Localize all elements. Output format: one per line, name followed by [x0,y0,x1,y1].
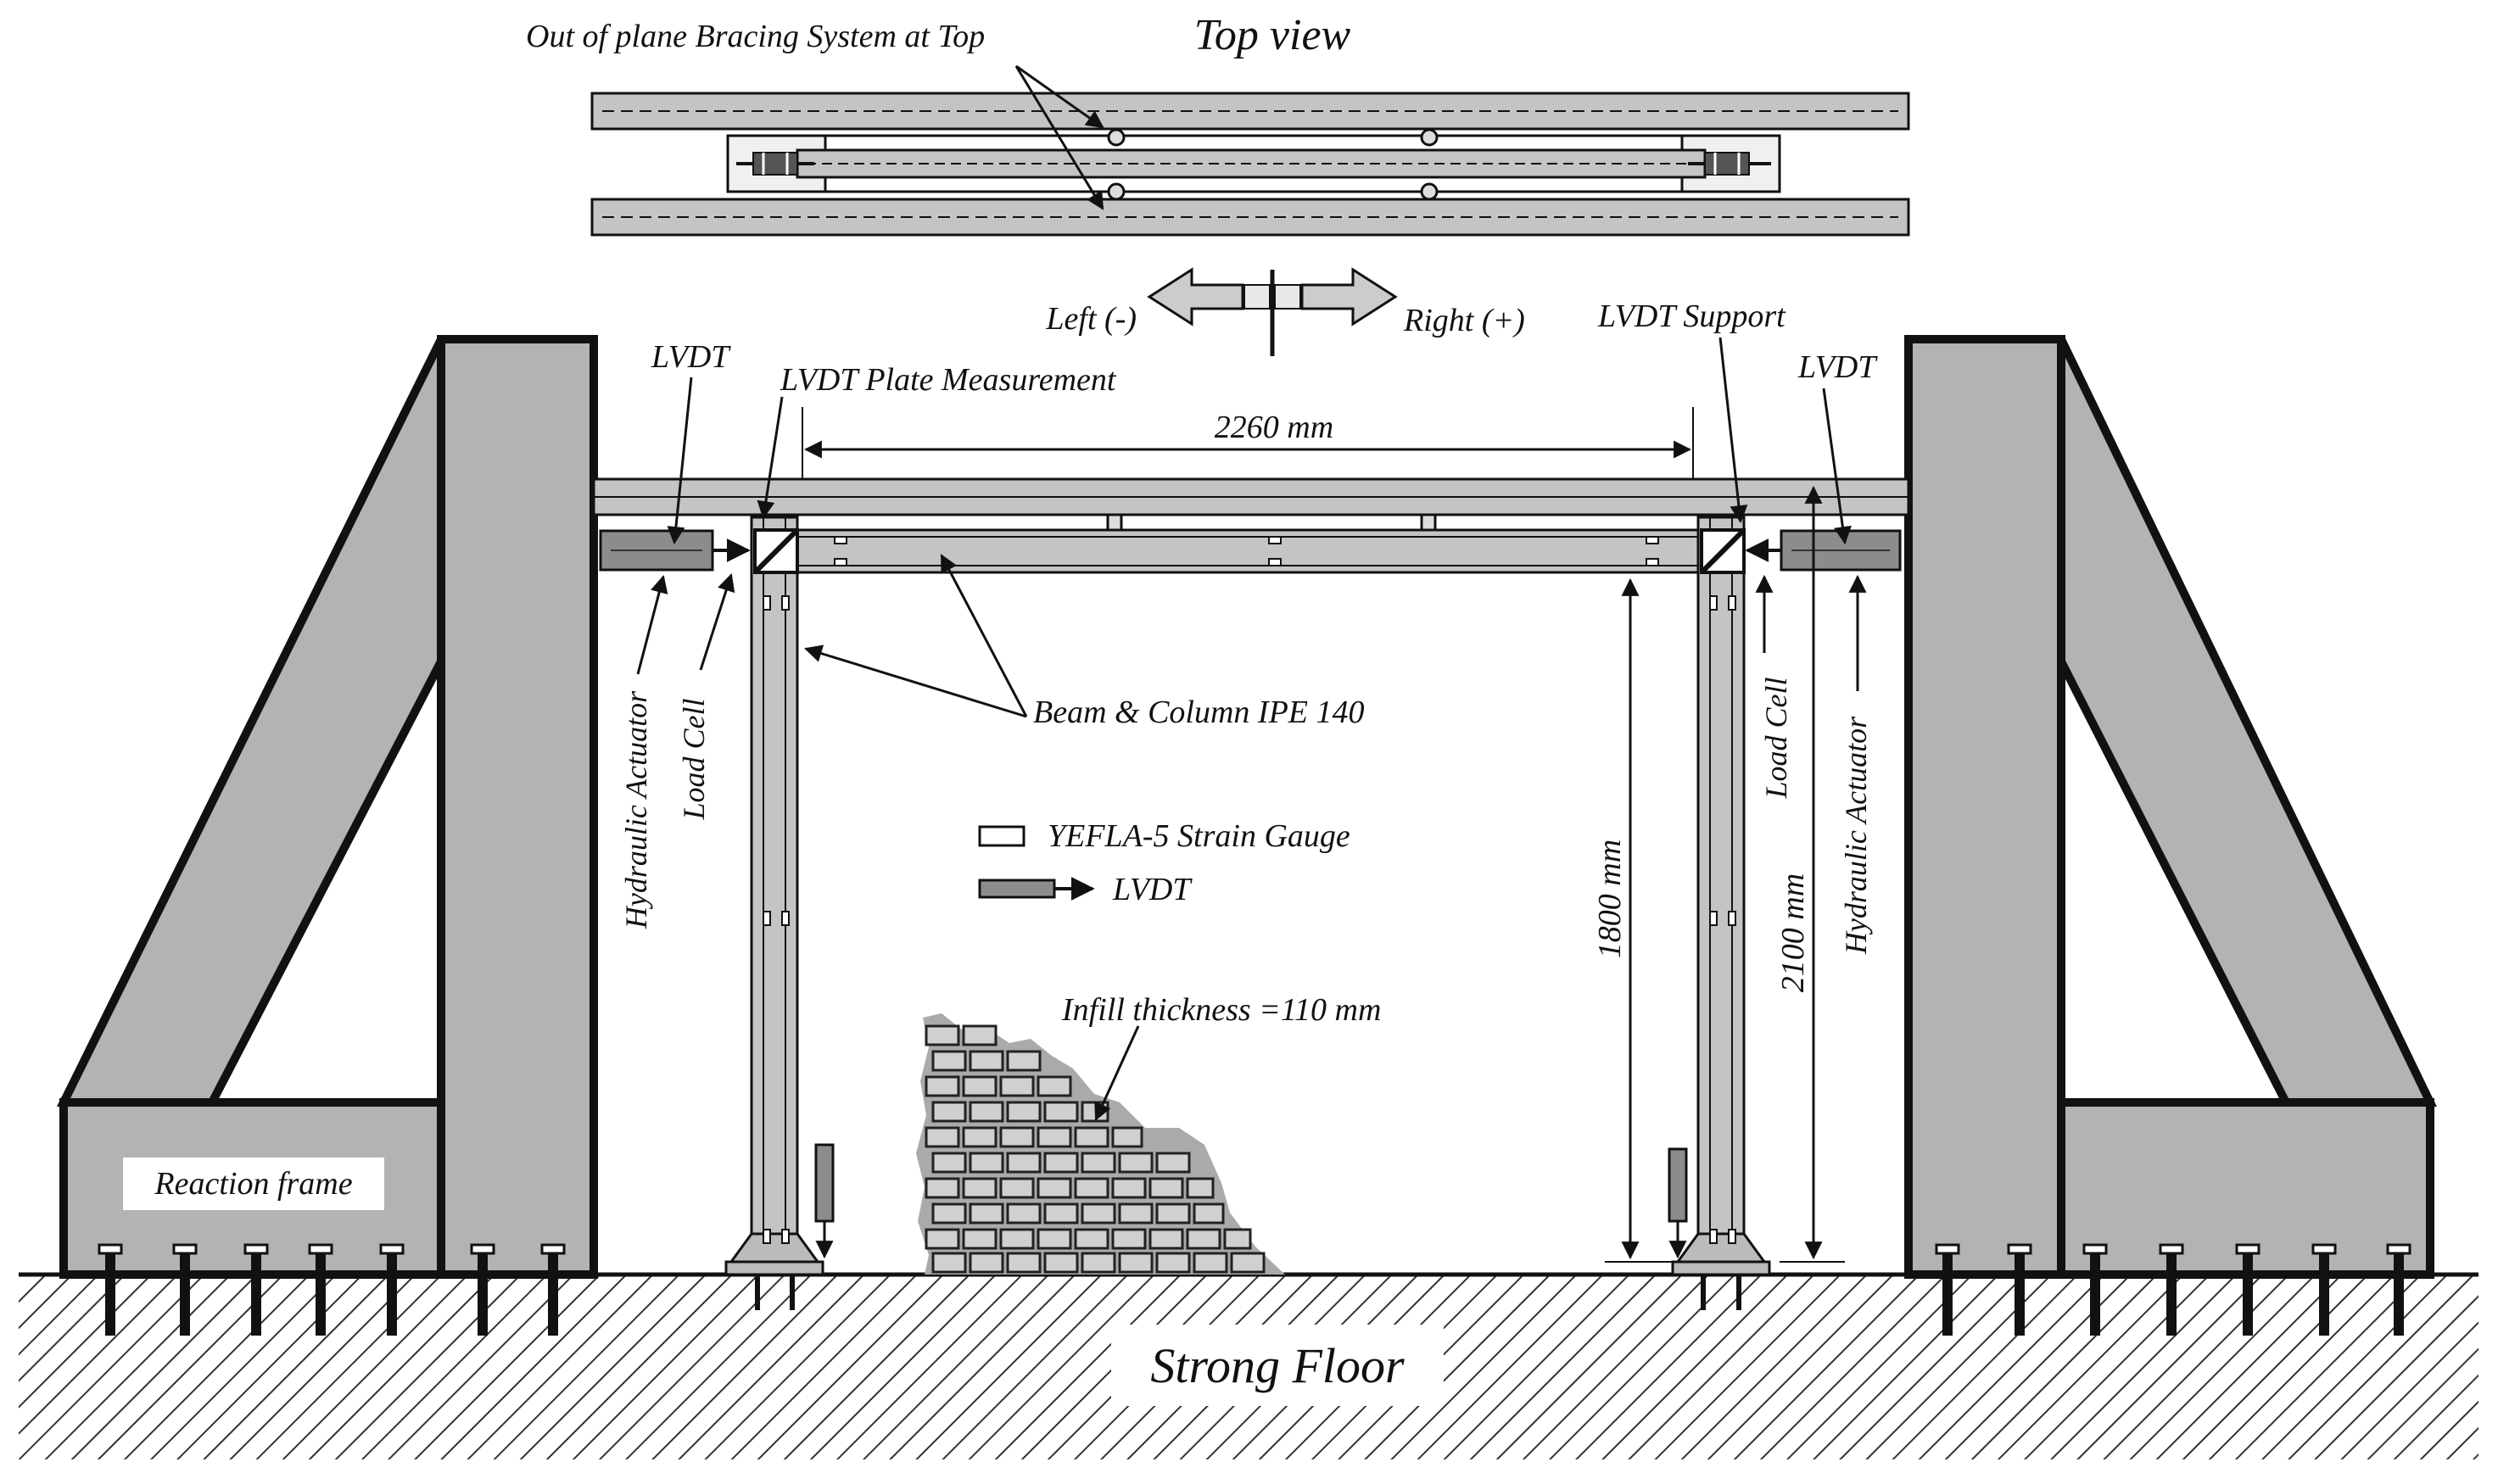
strong-floor-label: Strong Floor [1150,1338,1405,1393]
base-plate-left [729,1232,820,1264]
lvdt-plate-left [753,528,799,574]
load-cell-right-label: Load Cell [1759,677,1793,799]
base-lvdt-left [814,1143,835,1259]
hydraulic-actuator-right-label: Hydraulic Actuator [1839,716,1873,955]
actuator-left [599,529,751,572]
bracing-point [1420,182,1439,201]
top-view-actuator-left [736,152,814,176]
height-dimension-2100: 2100 mm [1775,485,1845,1263]
legend: YEFLA-5 Strain Gauge LVDT [978,818,1350,907]
load-cell-left-label: Load Cell [677,698,711,820]
lvdt-plate-right [1700,528,1746,574]
span-dimension-label: 2260 mm [1215,410,1333,445]
beam-column-label: Beam & Column IPE 140 [1033,695,1365,730]
frame-column-left [750,516,799,1264]
infill-wall: Infill thickness =110 mm [916,992,1381,1275]
bracing-point [1107,128,1126,147]
legend-strain-gauge-label: YEFLA-5 Strain Gauge [1048,818,1350,854]
hydraulic-actuator-left-label: Hydraulic Actuator [619,690,653,929]
actuator-right [1745,529,1902,572]
right-direction-label: Right (+) [1403,303,1525,338]
bracing-point [1420,128,1439,147]
top-view: Top view Out of plane Bracing System at … [526,11,1910,237]
infill-thickness-label: Infill thickness =110 mm [1061,992,1381,1028]
height-dimension-1800: 1800 mm [1592,577,1678,1263]
height-2100-label: 2100 mm [1775,873,1811,992]
loading-direction: Left (-) Right (+) [1045,267,1525,356]
lvdt-left-label: LVDT [651,339,731,375]
legend-lvdt-label: LVDT [1112,872,1193,907]
reaction-frame-left: Reaction frame [56,335,598,1336]
right-direction-arrow-icon [1300,267,1398,326]
strain-gauges [763,536,1736,1244]
anchor-bolts-right [1935,1243,2411,1336]
bracing-label: Out of plane Bracing System at Top [526,19,985,54]
bracing-point [1107,182,1126,201]
lvdt-legend-icon [978,879,1056,899]
base-lvdt-right [1668,1147,1688,1259]
reaction-frame-right [1904,335,2437,1336]
height-1800-label: 1800 mm [1592,840,1628,958]
span-dimension: 2260 mm [802,407,1694,479]
lvdt-support-label: LVDT Support [1597,298,1786,334]
steel-frame [724,516,1771,1310]
reaction-frame-label-box [123,1158,384,1210]
reaction-frame-label: Reaction frame [154,1166,352,1202]
top-view-title: Top view [1194,11,1351,59]
lvdt-right-label: LVDT [1797,349,1878,385]
lvdt-plate-label: LVDT Plate Measurement [780,362,1117,398]
left-direction-arrow-icon [1147,267,1244,326]
anchor-bolts-left [98,1243,566,1336]
strong-floor: Strong Floor [19,1272,2478,1459]
strain-gauge-legend-icon [978,825,1025,847]
left-direction-label: Left (-) [1045,301,1137,337]
base-plate-right [1675,1232,1767,1264]
strong-floor-label-box [1111,1325,1444,1406]
frame-column-right [1696,516,1746,1264]
top-view-actuator-right [1688,152,1771,176]
